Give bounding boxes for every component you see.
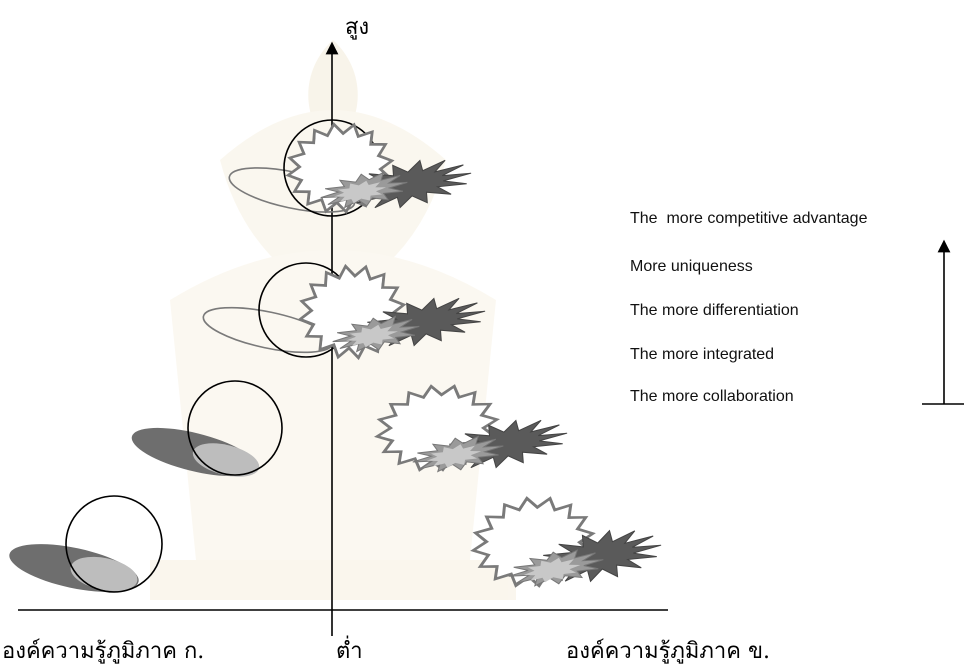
y-axis-bottom-label: ต่ำ: [336, 635, 363, 664]
legend-item-4: The more integrated: [630, 346, 774, 363]
x-axis-right-label: องค์ความรู้ภูมิภาค ข.: [566, 639, 770, 664]
x-axis-left-label: องค์ความรู้ภูมิภาค ก.: [2, 639, 204, 664]
legend-item-3: The more differentiation: [630, 302, 799, 319]
legend-item-2: More uniqueness: [630, 258, 753, 275]
legend: The more competitive advantage More uniq…: [630, 210, 964, 405]
legend-item-1: The more competitive advantage: [630, 210, 868, 227]
region-b-stage-1: [474, 498, 661, 585]
legend-item-5: The more collaboration: [630, 388, 794, 405]
y-axis-top-label: สูง: [345, 15, 369, 40]
region-a-stage-1: [5, 496, 162, 601]
